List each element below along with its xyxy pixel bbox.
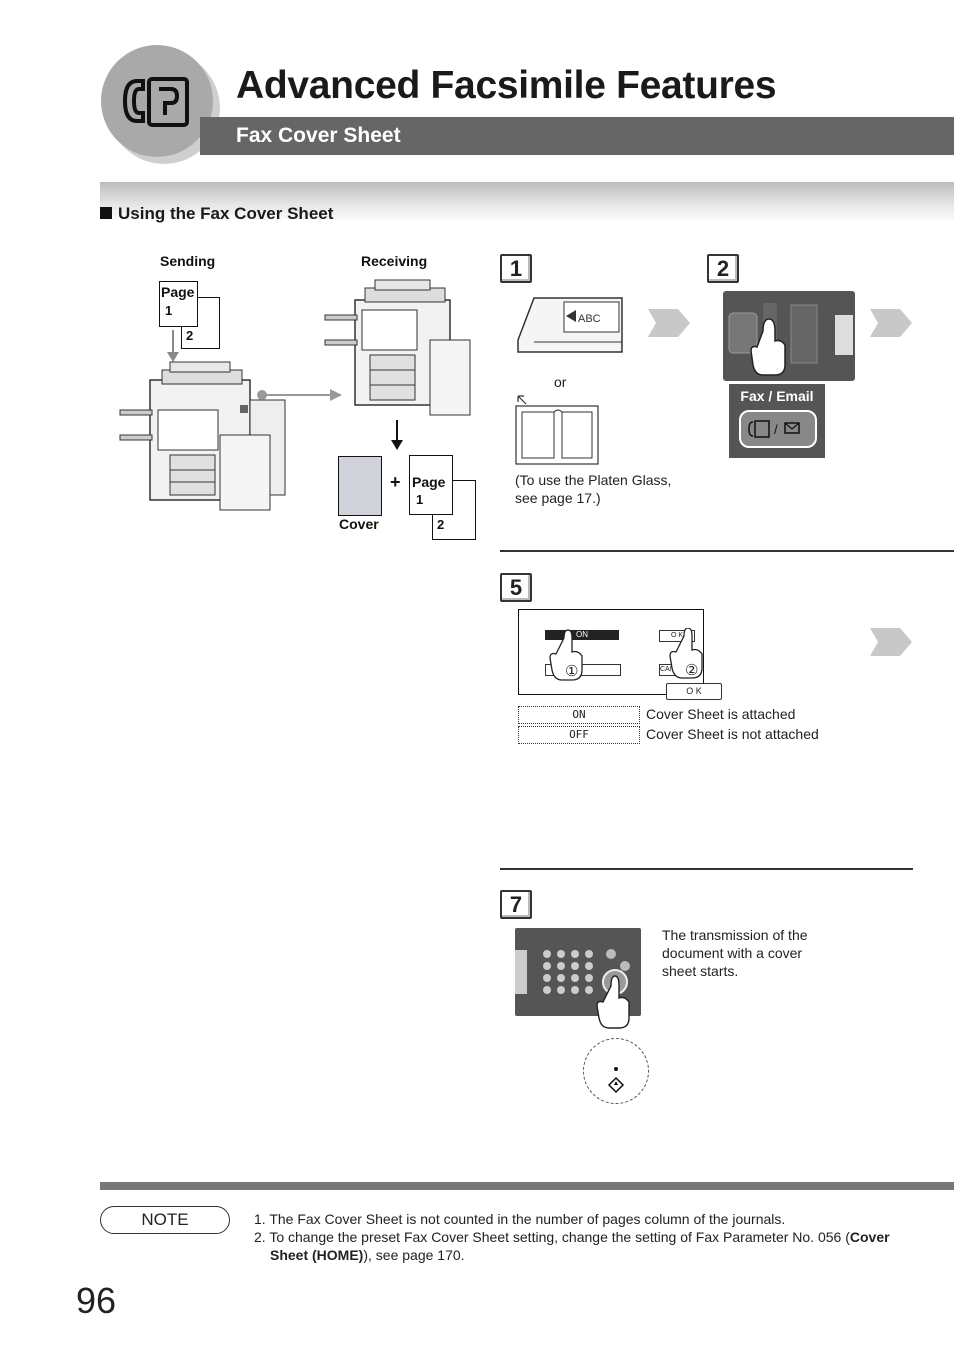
next-arrow-icon-3 xyxy=(870,628,912,656)
divider-2 xyxy=(500,868,913,870)
cover-label: Cover xyxy=(339,516,379,532)
step-5-number: 5 xyxy=(500,573,532,602)
fax-email-key[interactable]: / xyxy=(739,410,817,448)
adf-document-illustration: ABC xyxy=(517,297,623,353)
or-label: or xyxy=(554,374,567,390)
page-number: 96 xyxy=(76,1280,117,1321)
fax-email-key-panel: Fax / Email / xyxy=(729,384,825,458)
note-item-1: 1. The Fax Cover Sheet is not counted in… xyxy=(254,1211,786,1227)
platen-glass-illustration xyxy=(515,395,599,465)
fax-icon xyxy=(122,77,189,127)
sending-copier-icon xyxy=(119,361,286,511)
option-off-box[interactable]: OFF xyxy=(518,726,640,744)
plus-sign: + xyxy=(390,472,401,492)
screen-off-button[interactable] xyxy=(545,664,621,676)
start-icon xyxy=(607,1067,625,1094)
pointing-hand-icon-3 xyxy=(596,975,630,1029)
platen-note: (To use the Platen Glass, see page 17.) xyxy=(515,472,672,506)
screen-on-button[interactable]: ON xyxy=(545,630,619,640)
cover-sheet-page xyxy=(338,456,382,516)
note-label: NOTE xyxy=(100,1206,230,1234)
option-off-description: Cover Sheet is not attached xyxy=(646,726,819,742)
sending-page-2: 2 xyxy=(181,297,220,349)
svg-text:ABC: ABC xyxy=(578,313,601,325)
note-text: 1. The Fax Cover Sheet is not counted in… xyxy=(254,1210,920,1264)
option-on-description: Cover Sheet is attached xyxy=(646,706,796,722)
screen-ok-button[interactable]: O K xyxy=(659,630,695,642)
step-2-number: 2 xyxy=(707,254,739,283)
receiving-label: Receiving xyxy=(361,253,428,269)
svg-text:/: / xyxy=(774,422,778,437)
page-title: Advanced Facsimile Features xyxy=(236,64,777,107)
sending-label: Sending xyxy=(160,253,216,269)
copier-illustration xyxy=(119,279,471,511)
control-panel-illustration xyxy=(723,291,855,381)
section-band xyxy=(100,182,954,220)
note-band xyxy=(100,1182,954,1190)
pointing-hand-icon-2 xyxy=(669,628,703,679)
page-subtitle: Fax Cover Sheet xyxy=(236,124,401,147)
received-page-1: Page 1 xyxy=(409,455,453,515)
keypad-panel-illustration xyxy=(515,928,641,1029)
subtitle-band xyxy=(200,117,954,155)
note-item-2: 2. To change the preset Fax Cover Sheet … xyxy=(254,1229,890,1263)
pointing-hand-icon-1 xyxy=(549,629,583,681)
start-button[interactable] xyxy=(583,1038,649,1104)
bullet-square-icon xyxy=(100,207,112,219)
ok-button[interactable]: O K xyxy=(666,683,722,700)
next-arrow-icon xyxy=(648,309,690,337)
fax-email-icon: / xyxy=(748,420,800,438)
fax-email-key-label: Fax / Email xyxy=(740,388,814,404)
step-7-number: 7 xyxy=(500,890,532,919)
callout-1: ① xyxy=(565,663,579,680)
next-arrow-icon-2 xyxy=(870,309,912,337)
touch-hands-illustration xyxy=(549,628,703,681)
sending-page-1: Page 1 xyxy=(159,281,198,327)
step-1-number: 1 xyxy=(500,254,532,283)
section-title: Using the Fax Cover Sheet xyxy=(100,204,333,224)
pointing-hand-icon xyxy=(750,318,786,376)
step-7-text: The transmission of the document with a … xyxy=(662,927,808,979)
divider-1 xyxy=(500,550,954,552)
option-on-box[interactable]: ON xyxy=(518,706,640,724)
callout-2: ② xyxy=(685,662,699,679)
receiving-copier-icon xyxy=(324,279,471,416)
header-icon-circle xyxy=(101,45,213,157)
